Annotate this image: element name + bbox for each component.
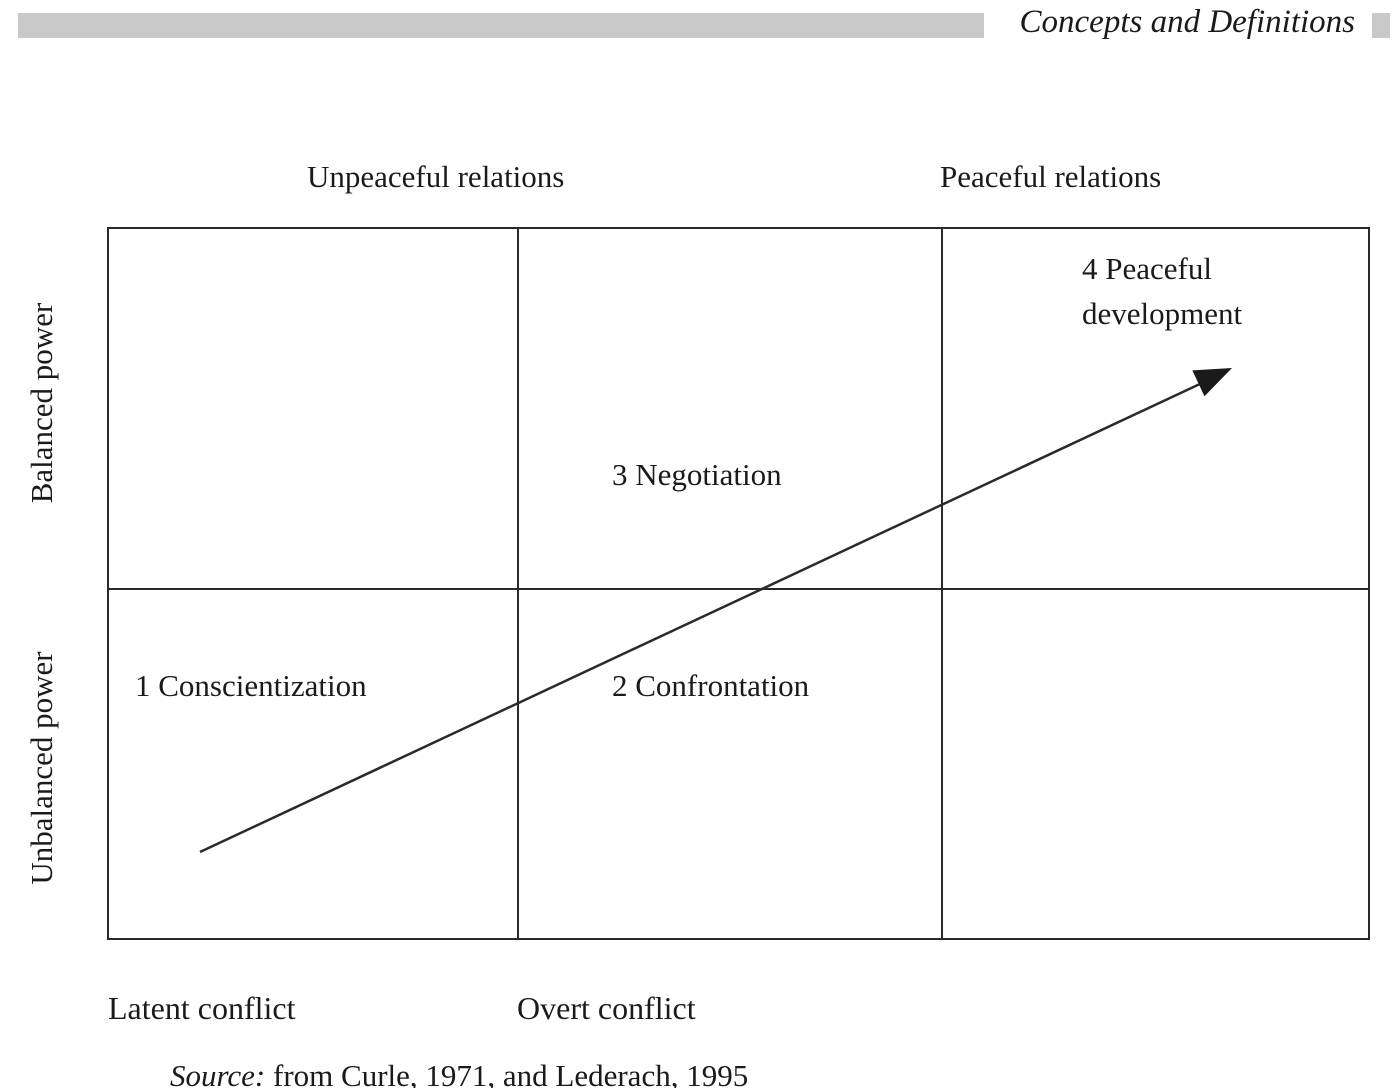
stage-label-confrontation: 2 Confrontation [612, 668, 810, 703]
header-rule-bar [18, 13, 984, 38]
grid-horizontal-divider [109, 588, 1368, 590]
stage-label-negotiation: 3 Negotiation [612, 457, 782, 492]
stage-label-peaceful-development: 4 Peaceful development [1082, 251, 1243, 331]
running-header-title: Concepts and Definitions [1019, 4, 1355, 40]
bottom-label-overt-conflict: Overt conflict [517, 990, 696, 1026]
header-rule-endcap [1372, 13, 1390, 38]
source-credit-text: from Curle, 1971, and Lederach, 1995 [265, 1058, 749, 1088]
column-header-peaceful-relations: Peaceful relations [940, 159, 1162, 194]
source-credit: Source: from Curle, 1971, and Lederach, … [170, 1058, 748, 1088]
grid-vertical-divider-2 [941, 229, 943, 938]
column-header-unpeaceful-relations: Unpeaceful relations [307, 159, 565, 194]
row-label-balanced-power: Balanced power [24, 302, 59, 504]
bottom-label-latent-conflict: Latent conflict [108, 990, 296, 1026]
source-credit-prefix: Source: [170, 1058, 266, 1088]
row-label-unbalanced-power: Unbalanced power [24, 651, 59, 885]
grid-vertical-divider-1 [517, 229, 519, 938]
stage-label-conscientization: 1 Conscientization [135, 668, 367, 703]
